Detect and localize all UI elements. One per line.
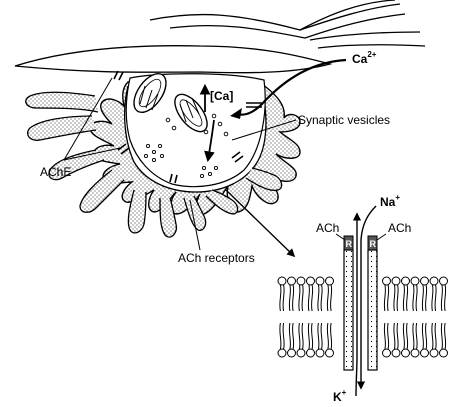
lipid-head xyxy=(288,349,296,357)
synaptic-vesicles-label: Synaptic vesicles xyxy=(298,113,390,127)
lipid-head xyxy=(326,277,334,285)
lipid-tail xyxy=(394,323,395,349)
schwann-cell xyxy=(15,46,330,73)
lipid-tail xyxy=(403,285,404,311)
lipid-tail xyxy=(388,285,389,311)
magnify-arrow xyxy=(226,190,294,256)
lipid-head xyxy=(402,349,410,357)
lipid-tail xyxy=(318,323,319,349)
lipid-tail xyxy=(426,285,427,311)
lipid-tail xyxy=(416,323,417,349)
lipid-head xyxy=(307,349,315,357)
lipid-head xyxy=(421,277,429,285)
lipid-tail xyxy=(327,285,328,311)
ach-right-pointer xyxy=(377,234,386,240)
lipid-head xyxy=(440,349,448,357)
lipid-tail xyxy=(283,323,284,349)
lipid-tail xyxy=(407,323,408,349)
lipid-head xyxy=(297,277,305,285)
receptor-channel-right: R xyxy=(368,236,377,370)
lipid-head xyxy=(430,277,438,285)
lipid-head xyxy=(411,349,419,357)
ach-left-label: ACh xyxy=(316,221,339,235)
lipid-tail xyxy=(331,285,332,311)
lipid-tail xyxy=(321,323,322,349)
lipid-tail xyxy=(321,285,322,311)
lipid-head xyxy=(278,277,286,285)
receptor-right-tag: R xyxy=(370,239,377,249)
lipid-tail xyxy=(422,285,423,311)
lipid-head xyxy=(316,277,324,285)
receptor-channel-left: R xyxy=(344,236,353,370)
lipid-tail xyxy=(312,323,313,349)
axon xyxy=(150,0,425,48)
lipid-tail xyxy=(327,323,328,349)
lipid-head xyxy=(316,349,324,357)
ache-label: AChE xyxy=(40,165,71,179)
lipid-tail xyxy=(302,285,303,311)
lipid-tail xyxy=(403,323,404,349)
lipid-tail xyxy=(397,323,398,349)
lipid-tail xyxy=(426,323,427,349)
lipid-tail xyxy=(299,285,300,311)
lipid-head xyxy=(326,349,334,357)
lipid-tail xyxy=(293,285,294,311)
lipid-tail xyxy=(302,323,303,349)
lipid-tail xyxy=(413,323,414,349)
lipid-tail xyxy=(308,323,309,349)
lipid-tail xyxy=(289,323,290,349)
lipid-head xyxy=(430,349,438,357)
lipid-tail xyxy=(289,285,290,311)
lipid-head xyxy=(383,349,391,357)
lipid-tail xyxy=(416,285,417,311)
lipid-tail xyxy=(441,323,442,349)
sodium-label: Na+ xyxy=(380,193,400,209)
lipid-tail xyxy=(407,285,408,311)
lipid-head xyxy=(297,349,305,357)
lipid-head xyxy=(411,277,419,285)
lipid-tail xyxy=(293,323,294,349)
lipid-head xyxy=(288,277,296,285)
lipid-tail xyxy=(432,285,433,311)
lipid-head xyxy=(392,277,400,285)
lipid-head xyxy=(402,277,410,285)
lipid-tail xyxy=(318,285,319,311)
lipid-tail xyxy=(280,323,281,349)
potassium-flow-arrow xyxy=(356,214,357,396)
lipid-tail xyxy=(432,323,433,349)
internal-calcium-label: [Ca] xyxy=(210,89,233,103)
lipid-tail xyxy=(308,285,309,311)
lipid-head xyxy=(278,349,286,357)
lipid-tail xyxy=(331,323,332,349)
calcium-label: Ca2+ xyxy=(352,50,377,66)
lipid-tail xyxy=(283,285,284,311)
lipid-tail xyxy=(441,285,442,311)
lipid-head xyxy=(392,349,400,357)
lipid-tail xyxy=(299,323,300,349)
lipid-tail xyxy=(422,323,423,349)
lipid-head xyxy=(307,277,315,285)
lipid-tail xyxy=(445,285,446,311)
lipid-tail xyxy=(413,285,414,311)
lipid-tail xyxy=(445,323,446,349)
receptor-left-tag: R xyxy=(346,239,353,249)
lipid-tail xyxy=(280,285,281,311)
lipid-tail xyxy=(394,285,395,311)
ach-receptors-label: ACh receptors xyxy=(178,251,255,265)
ach-right-label: ACh xyxy=(388,221,411,235)
lipid-tail xyxy=(435,285,436,311)
lipid-tail xyxy=(397,285,398,311)
lipid-tail xyxy=(312,285,313,311)
lipid-tail xyxy=(388,323,389,349)
lipid-head xyxy=(421,349,429,357)
lipid-head xyxy=(383,277,391,285)
lipid-head xyxy=(440,277,448,285)
lipid-tail xyxy=(384,285,385,311)
lipid-bilayer xyxy=(278,277,448,357)
potassium-label: K+ xyxy=(333,388,347,404)
lipid-tail xyxy=(435,323,436,349)
lipid-tail xyxy=(384,323,385,349)
